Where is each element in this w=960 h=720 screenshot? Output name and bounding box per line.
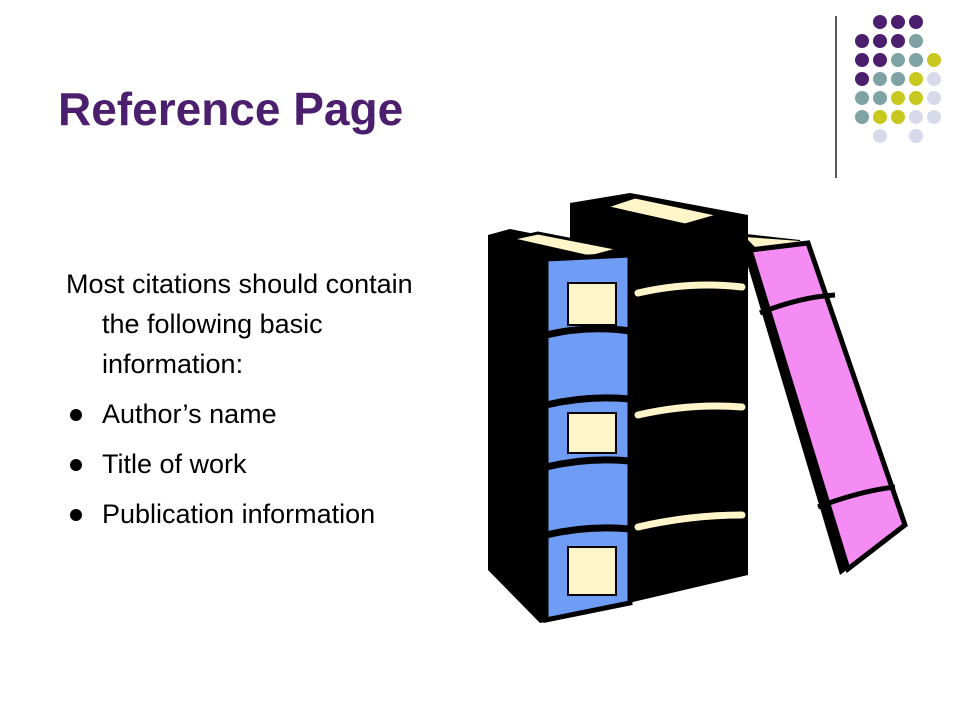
- dot: [855, 72, 869, 86]
- dot-grid-icon: [855, 15, 941, 143]
- bullet-icon: [70, 459, 82, 471]
- bullet-item: Title of work: [66, 444, 446, 484]
- dot: [873, 110, 887, 124]
- bullet-label: Title of work: [102, 449, 247, 479]
- bullet-list: Author’s name Title of work Publication …: [66, 394, 446, 534]
- dot: [909, 129, 923, 143]
- intro-text: Most citations should contain the follow…: [66, 269, 413, 379]
- bullet-item: Author’s name: [66, 394, 446, 434]
- books-clipart-icon: [488, 193, 908, 624]
- dot: [927, 110, 941, 124]
- dot: [909, 91, 923, 105]
- dot: [873, 91, 887, 105]
- dot: [855, 34, 869, 48]
- dot: [855, 110, 869, 124]
- bullet-icon: [70, 409, 82, 421]
- dot: [909, 110, 923, 124]
- dot: [927, 53, 941, 67]
- dot: [891, 34, 905, 48]
- dot-grid: [855, 15, 941, 143]
- bullet-label: Publication information: [102, 499, 376, 529]
- bullet-icon: [70, 509, 82, 521]
- dot: [909, 72, 923, 86]
- dot: [873, 72, 887, 86]
- dot: [855, 91, 869, 105]
- slide-body: Most citations should contain the follow…: [66, 264, 446, 544]
- divider-line: [835, 16, 837, 178]
- dot: [927, 72, 941, 86]
- pink-book: [738, 233, 908, 575]
- dot: [891, 91, 905, 105]
- dot: [873, 34, 887, 48]
- dot: [927, 91, 941, 105]
- dot: [909, 34, 923, 48]
- dot: [891, 72, 905, 86]
- bullet-label: Author’s name: [102, 399, 277, 429]
- dot: [891, 53, 905, 67]
- bullet-item: Publication information: [66, 494, 446, 534]
- dot: [891, 110, 905, 124]
- dot: [873, 15, 887, 29]
- blue-book: [488, 229, 633, 624]
- dot: [873, 129, 887, 143]
- slide-title: Reference Page: [58, 83, 404, 135]
- dot: [909, 15, 923, 29]
- dot: [873, 53, 887, 67]
- dot: [909, 53, 923, 67]
- dot: [855, 53, 869, 67]
- dot: [891, 15, 905, 29]
